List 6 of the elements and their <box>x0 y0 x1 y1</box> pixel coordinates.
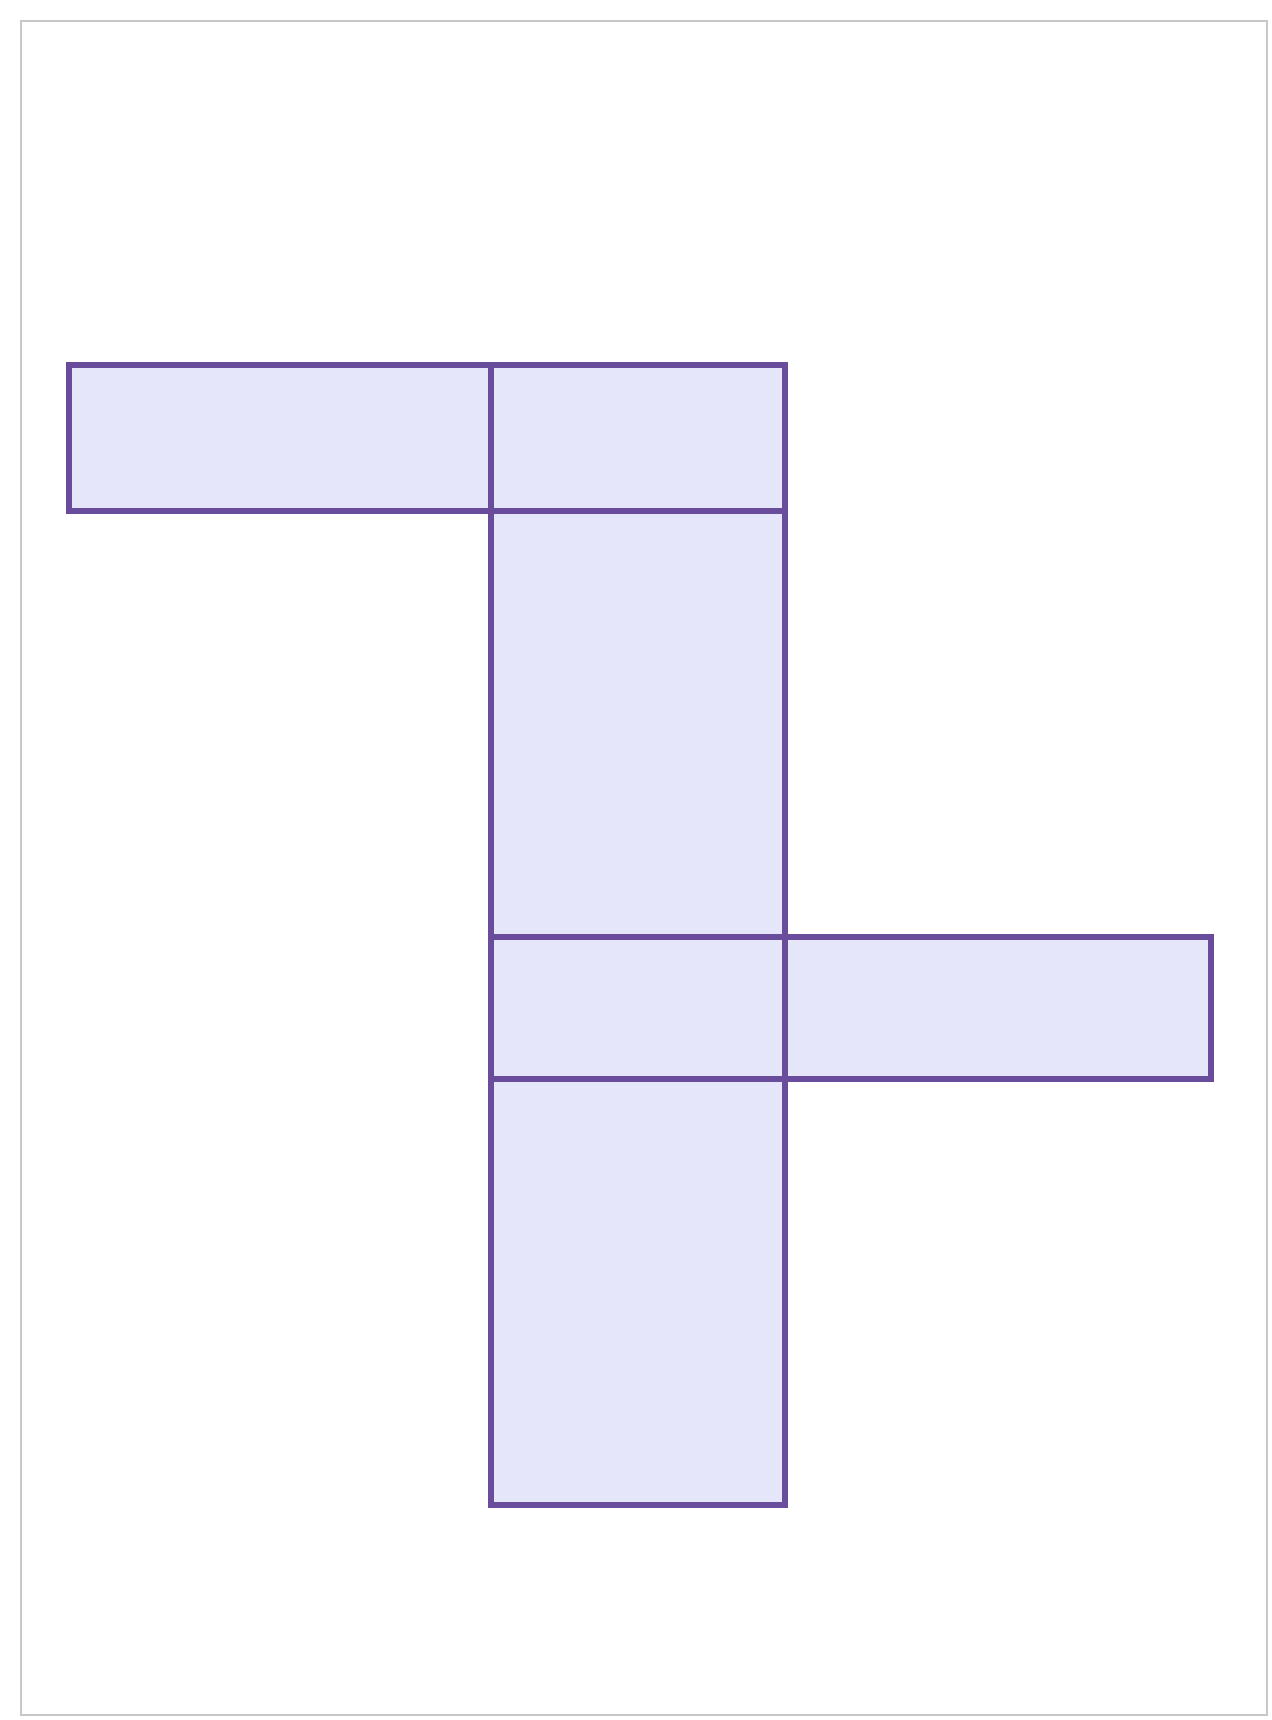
net-face <box>488 934 788 1082</box>
net-face <box>488 362 788 514</box>
net-face <box>488 508 788 940</box>
net-face <box>66 362 494 514</box>
net-face <box>782 934 1214 1082</box>
net-face <box>488 1076 788 1508</box>
